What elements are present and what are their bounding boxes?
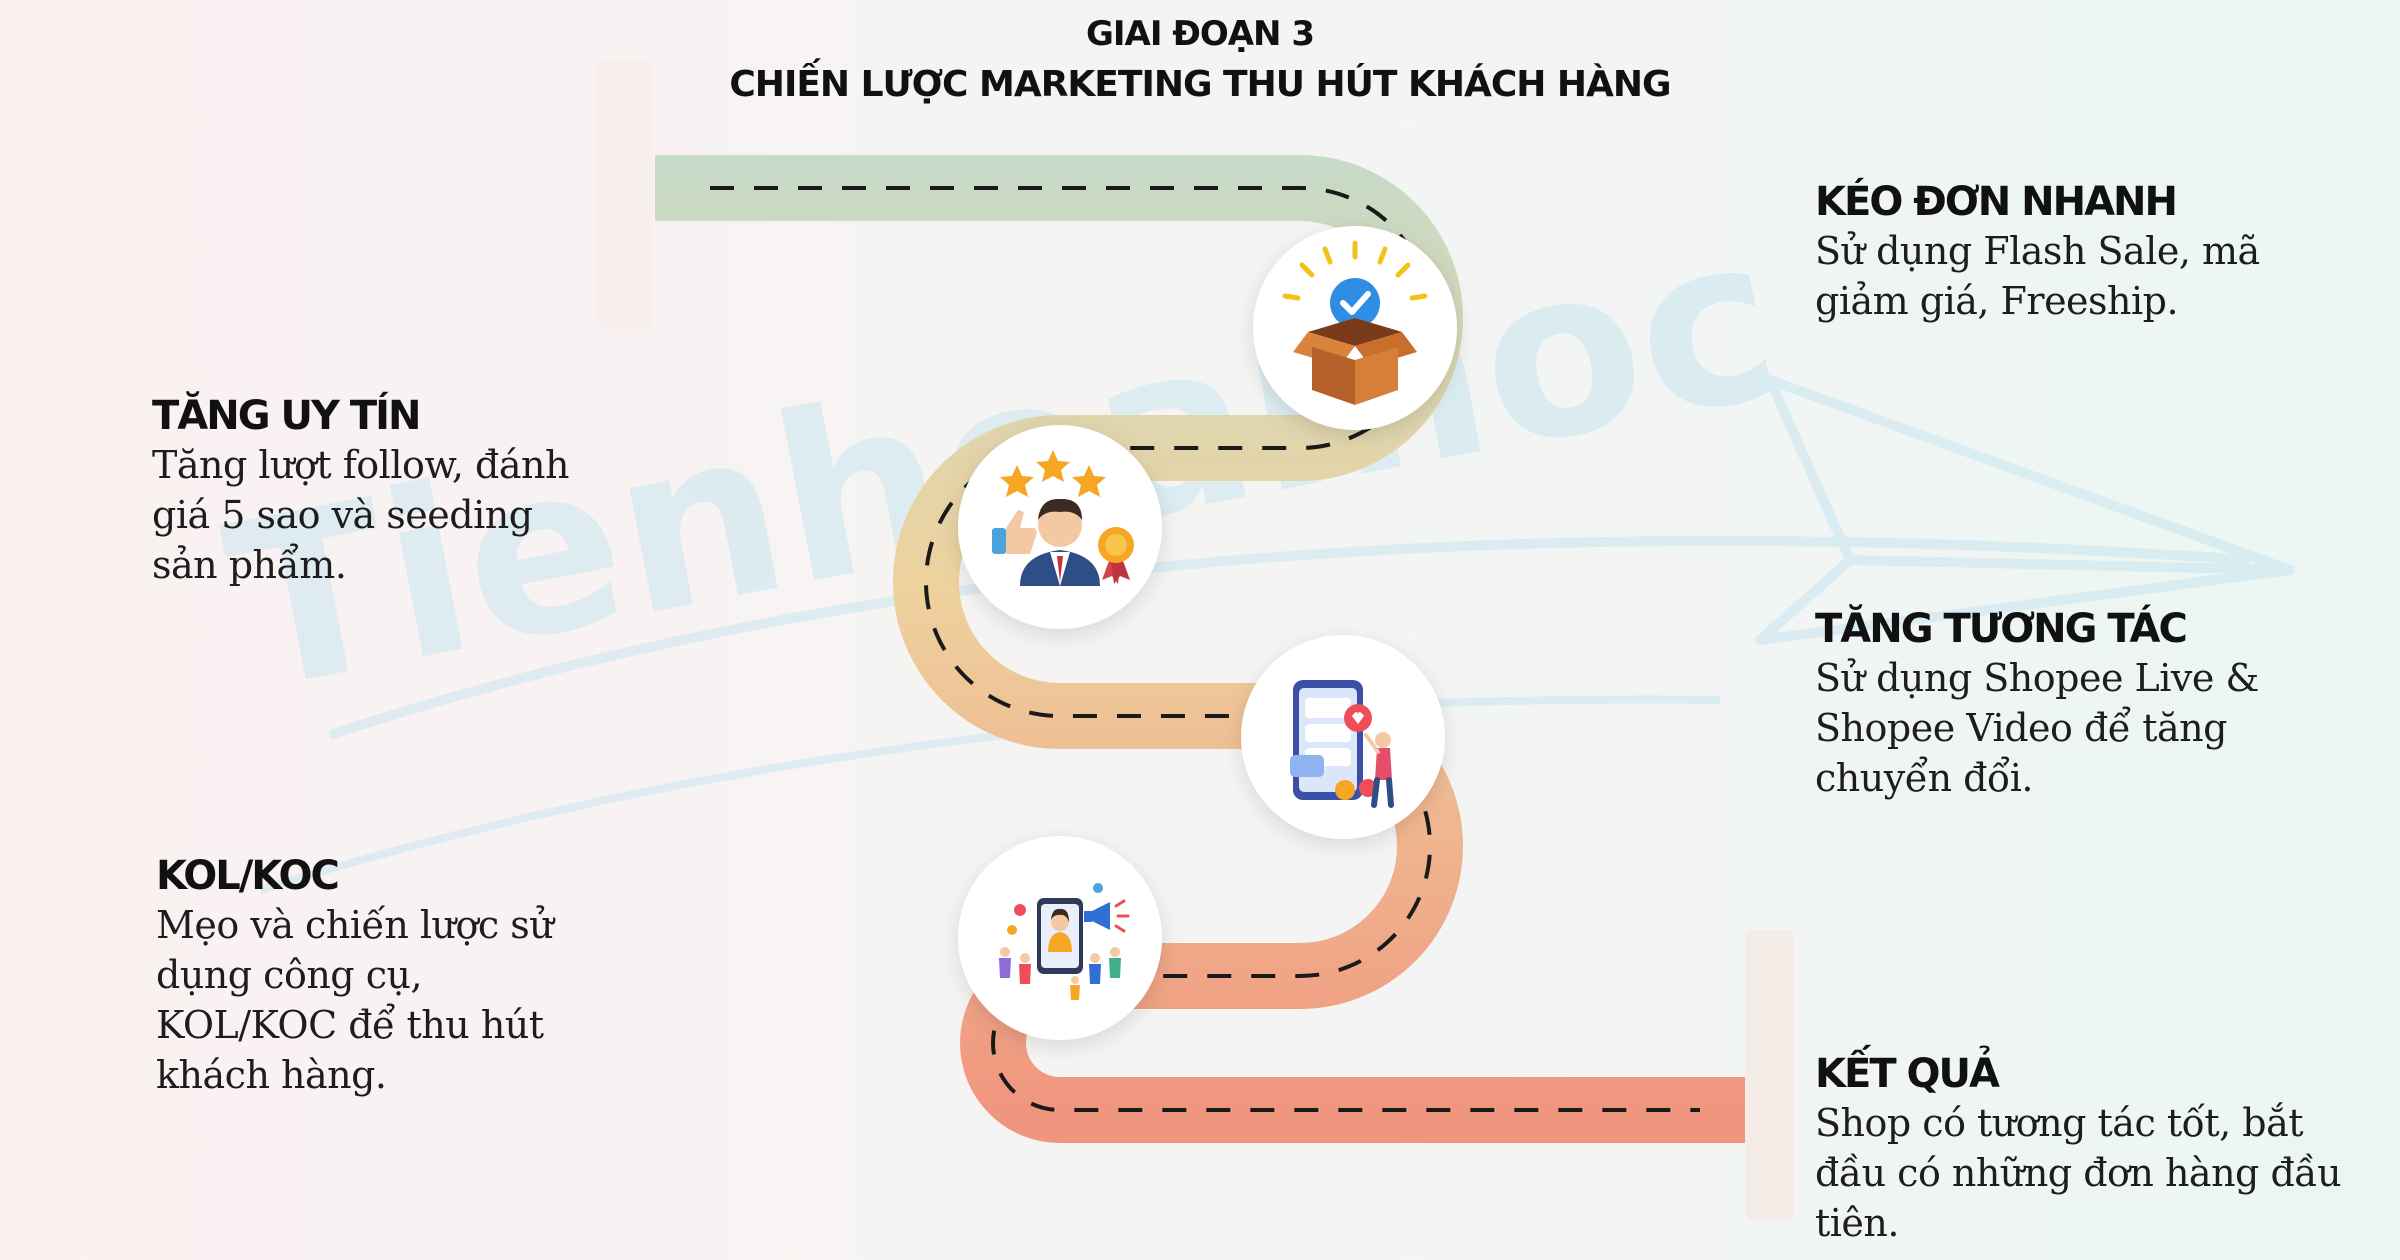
step-ket-qua: KẾT QUẢ Shop có tương tác tốt, bắt đầu c… — [1815, 1050, 2342, 1248]
step-tang-tuong-tac: TĂNG TƯƠNG TÁC Sử dụng Shopee Live & Sho… — [1815, 605, 2259, 803]
crowd — [999, 947, 1121, 1000]
step-keo-don-nhanh: KÉO ĐƠN NHANH Sử dụng Flash Sale, mã giả… — [1815, 178, 2260, 326]
influencer-megaphone-icon — [999, 883, 1130, 1000]
step-desc-line: giá 5 sao và seeding — [152, 493, 533, 537]
step-desc-line: Tăng lượt follow, đánh — [152, 443, 569, 487]
step-desc-line: Shopee Video để tăng — [1815, 706, 2227, 750]
step-title: TĂNG UY TÍN — [152, 393, 421, 439]
open-box-check-icon — [1282, 240, 1428, 405]
step-desc-line: đầu có những đơn hàng đầu — [1815, 1151, 2342, 1195]
step-desc-line: chuyển đổi. — [1815, 756, 2033, 800]
businessman-stars-award-icon — [992, 450, 1134, 586]
step-desc-line: khách hàng. — [156, 1053, 387, 1097]
step-title: KẾT QUẢ — [1815, 1051, 2000, 1097]
stage-label: GIAI ĐOẠN 3 — [1085, 14, 1315, 54]
road-end-marker — [1745, 930, 1795, 1220]
phone-live-interaction-icon — [1290, 680, 1394, 808]
step-title: KOL/KOC — [156, 853, 340, 899]
step-desc-line: Sử dụng Shopee Live & — [1815, 656, 2259, 700]
road-start-marker — [598, 58, 654, 328]
step-desc-line: Sử dụng Flash Sale, mã — [1815, 229, 2260, 273]
paper-plane-icon — [1755, 375, 2295, 645]
step-desc-line: dụng công cụ, — [156, 953, 423, 997]
step-title: KÉO ĐƠN NHANH — [1815, 179, 2178, 225]
step-desc-line: giảm giá, Freeship. — [1815, 279, 2179, 323]
step-desc-line: sản phẩm. — [152, 543, 347, 587]
page-title: CHIẾN LƯỢC MARKETING THU HÚT KHÁCH HÀNG — [729, 64, 1671, 105]
step-desc-line: tiên. — [1815, 1201, 1899, 1245]
watermark-swoosh — [328, 535, 2251, 740]
step-kol-koc: KOL/KOC Mẹo và chiến lược sử dụng công c… — [156, 852, 554, 1100]
step-tang-uy-tin: TĂNG UY TÍN Tăng lượt follow, đánh giá 5… — [152, 392, 569, 590]
step-title: TĂNG TƯƠNG TÁC — [1815, 606, 2188, 652]
step-desc-line: KOL/KOC để thu hút — [156, 1003, 544, 1047]
watermark-swoosh-lower — [258, 695, 1721, 894]
step-desc-line: Mẹo và chiến lược sử — [156, 903, 554, 947]
step-desc-line: Shop có tương tác tốt, bắt — [1815, 1101, 2304, 1145]
